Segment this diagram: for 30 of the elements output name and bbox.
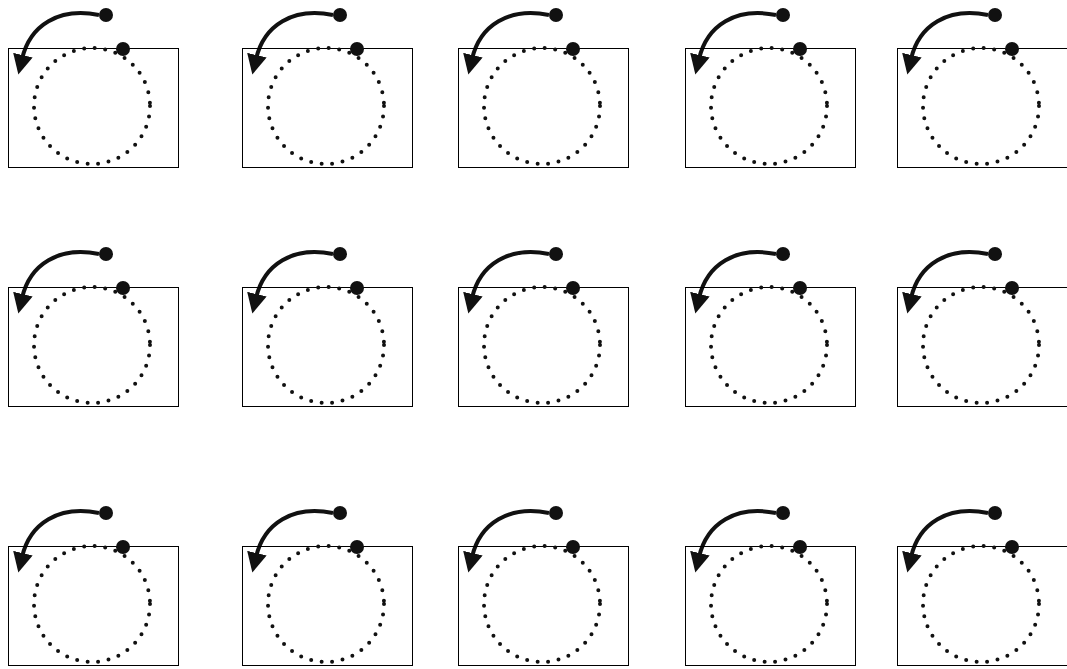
filled-dot	[549, 247, 563, 261]
filled-dot	[333, 506, 347, 520]
curved-arrow	[463, 11, 550, 75]
curved-arrow	[247, 250, 334, 314]
filled-dot	[988, 506, 1002, 520]
curved-arrow	[902, 509, 989, 573]
filled-dot	[99, 247, 113, 261]
curved-arrow	[13, 509, 100, 573]
filled-dot	[776, 247, 790, 261]
filled-dot	[333, 8, 347, 22]
curved-arrow	[13, 11, 100, 75]
filled-dot	[776, 506, 790, 520]
curved-arrow	[902, 11, 989, 75]
curved-arrow	[690, 250, 777, 314]
curved-arrow	[463, 509, 550, 573]
curved-arrow	[690, 11, 777, 75]
filled-dot	[988, 247, 1002, 261]
filled-dot	[549, 8, 563, 22]
filled-dot	[776, 8, 790, 22]
curved-arrow	[463, 250, 550, 314]
curved-arrow	[13, 250, 100, 314]
curved-arrow	[247, 11, 334, 75]
curved-arrow	[247, 509, 334, 573]
filled-dot	[333, 247, 347, 261]
filled-dot	[988, 8, 1002, 22]
filled-dot	[549, 506, 563, 520]
curved-arrow	[902, 250, 989, 314]
filled-dot	[99, 506, 113, 520]
curved-arrow	[690, 509, 777, 573]
filled-dot	[99, 8, 113, 22]
